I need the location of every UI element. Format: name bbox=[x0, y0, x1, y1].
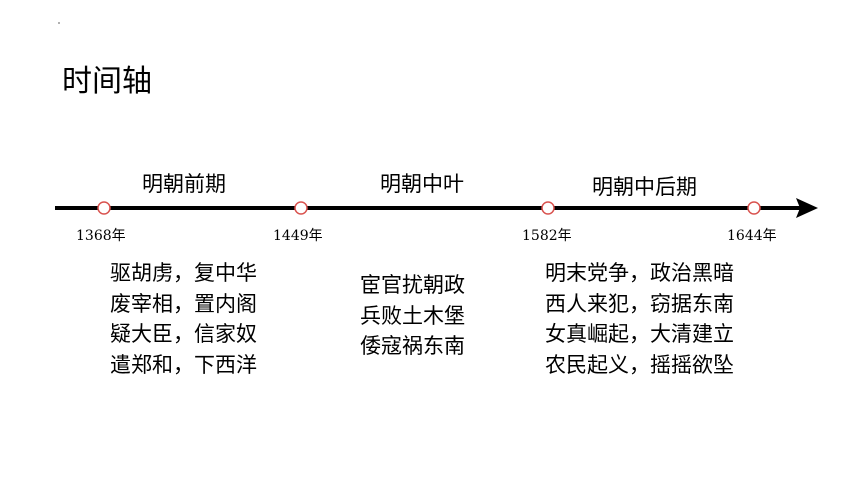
event-item: 兵败土木堡 bbox=[360, 303, 465, 328]
event-item: 女真崛起，大清建立 bbox=[545, 322, 734, 346]
timeline-marker-1644 bbox=[747, 201, 761, 215]
year-label-1368: 1368年 bbox=[76, 228, 126, 244]
event-item: 西人来犯，窃据东南 bbox=[545, 291, 734, 316]
event-item: 疑大臣，信家奴 bbox=[110, 322, 257, 346]
page-title: 时间轴 bbox=[62, 64, 152, 99]
period-label-late: 明朝中后期 bbox=[592, 175, 697, 199]
year-label-1449: 1449年 bbox=[273, 228, 323, 244]
events-early: 驱胡虏，复中华 废宰相，置内阁 疑大臣，信家奴 遣郑和，下西洋 bbox=[110, 258, 257, 380]
year-label-1582: 1582年 bbox=[522, 228, 572, 244]
events-late: 明末党争，政治黑暗 西人来犯，窃据东南 女真崛起，大清建立 农民起义，摇摇欲坠 bbox=[545, 258, 734, 380]
event-item: 废宰相，置内阁 bbox=[110, 291, 257, 316]
event-item: 遣郑和，下西洋 bbox=[110, 352, 257, 377]
event-item: 明末党争，政治黑暗 bbox=[545, 261, 734, 285]
timeline-marker-1368 bbox=[97, 201, 111, 215]
event-item: 倭寇祸东南 bbox=[360, 334, 465, 358]
events-middle: 宦官扰朝政 兵败土木堡 倭寇祸东南 bbox=[360, 270, 465, 362]
year-label-1644: 1644年 bbox=[727, 228, 777, 244]
timeline-arrowhead bbox=[796, 198, 818, 218]
event-item: 农民起义，摇摇欲坠 bbox=[545, 352, 734, 377]
timeline-marker-1449 bbox=[294, 201, 308, 215]
event-item: 宦官扰朝政 bbox=[360, 273, 465, 297]
period-label-middle: 明朝中叶 bbox=[380, 172, 464, 196]
period-label-early: 明朝前期 bbox=[142, 172, 226, 196]
timeline-marker-1582 bbox=[541, 201, 555, 215]
event-item: 驱胡虏，复中华 bbox=[110, 261, 257, 285]
corner-dot bbox=[58, 22, 60, 24]
